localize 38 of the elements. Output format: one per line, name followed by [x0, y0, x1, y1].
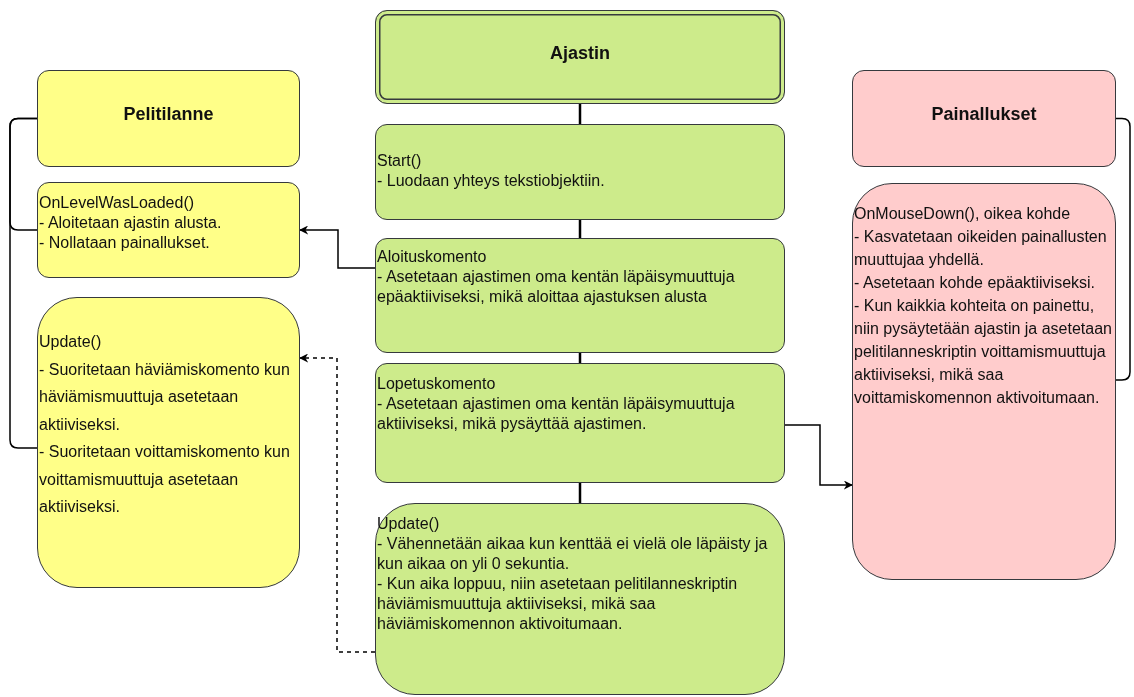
method-description: - Asetetaan ajastimen oma kentän läpäisymuuttuja aktiiviseksi, mikä pysäyttää ajastimen.: [377, 394, 736, 434]
method-box: [375, 238, 785, 353]
method-description: - Nollataan painallukset.: [39, 233, 211, 253]
method-name: OnMouseDown(), oikea kohde: [854, 204, 1072, 224]
method-box: [375, 363, 785, 483]
method-name: Aloituskomento: [377, 247, 488, 267]
method-name: Start(): [377, 151, 423, 171]
method-description: - Kasvatetaan oikeiden painallusten muuttujaa yhdellä.: [854, 227, 1108, 270]
method-description: - Luodaan yhteys tekstiobjektiin.: [377, 171, 606, 191]
class-name: Painallukset: [931, 104, 1037, 125]
arrow: [299, 353, 376, 653]
class-header-box: [37, 70, 300, 167]
method-description: - Kun kaikkia kohteita on painettu, niin pysäytetään ajastin ja asetetaan pelitilanneskriptin voittamismuuttuja aktiiviseksi, mikä saa voittamiskomennon aktivoitumaan.: [854, 296, 1113, 408]
method-box: [852, 183, 1116, 580]
method-name: Lopetuskomento: [377, 374, 497, 394]
class-name: Ajastin: [550, 42, 610, 64]
method-description: - Asetetaan ajastimen oma kentän läpäisymuuttuja epäaktiiviseksi, mikä aloittaa ajastuksen alusta: [377, 267, 736, 307]
method-name: OnLevelWasLoaded(): [39, 193, 196, 213]
class-header-box: [852, 70, 1116, 167]
method-box: [375, 124, 785, 220]
method-name: Update(): [377, 514, 441, 534]
connector-line: [9, 117, 38, 449]
method-name: Update(): [39, 332, 103, 352]
method-description: - Asetetaan kohde epäaktiiviseksi.: [854, 273, 1097, 293]
connector-line: [578, 104, 582, 124]
method-box: [37, 182, 300, 278]
arrow: [784, 424, 853, 490]
method-description: - Aloitetaan ajastin alusta.: [39, 213, 223, 233]
method-box: [375, 503, 785, 695]
method-description: - Suoritetaan voittamiskomento kun voittamismuuttuja asetetaan aktiiviseksi.: [39, 442, 291, 517]
method-box: [37, 297, 300, 588]
connector-line: [578, 483, 582, 503]
class-name: Pelitilanne: [123, 104, 214, 125]
class-header-box: [375, 10, 785, 104]
arrow: [299, 225, 376, 269]
method-description: - Vähennetään aikaa kun kenttää ei vielä ole läpäisty ja kun aikaa on yli 0 sekuntia.: [377, 534, 769, 574]
method-description: - Suoritetaan häviämiskomento kun häviämismuuttuja asetetaan aktiiviseksi.: [39, 359, 291, 435]
method-description: - Kun aika loppuu, niin asetetaan pelitilanneskriptin häviämismuuttuja aktiiviseksi, mikä saa häviämiskomennon aktivoitumaan.: [377, 574, 739, 634]
